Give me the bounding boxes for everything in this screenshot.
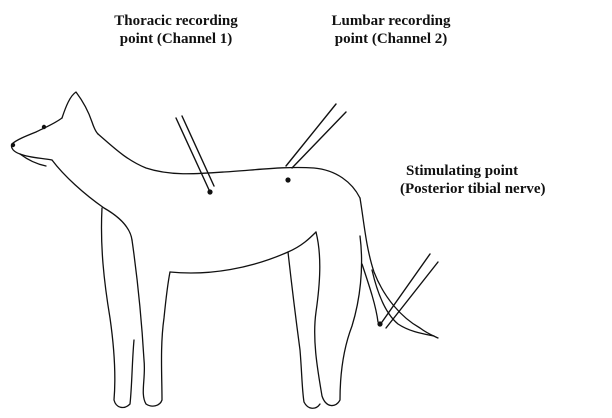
dog-nose <box>11 143 15 147</box>
lumbar-recording-point <box>285 177 290 182</box>
dog-back <box>98 134 360 198</box>
dog-front-leg-far <box>101 208 134 407</box>
dog-eye <box>42 125 46 129</box>
dog-belly <box>170 232 316 273</box>
lumbar-needle-a <box>286 104 336 166</box>
dog-chest <box>52 160 132 240</box>
dog-head <box>11 118 62 160</box>
dog-tail <box>360 198 438 338</box>
dog-ear <box>62 92 98 134</box>
stimulating-point <box>377 321 382 326</box>
dog-hind-leg-near <box>315 232 362 406</box>
dog-front-leg-near <box>132 240 170 406</box>
dog-hind-hock <box>362 264 378 322</box>
stim-needle-a <box>382 254 430 322</box>
thoracic-recording-point <box>207 189 212 194</box>
stim-needle-b <box>386 262 438 328</box>
thoracic-needle-a <box>176 118 210 192</box>
thoracic-needle-b <box>182 116 214 186</box>
lumbar-needle-b <box>292 112 346 168</box>
